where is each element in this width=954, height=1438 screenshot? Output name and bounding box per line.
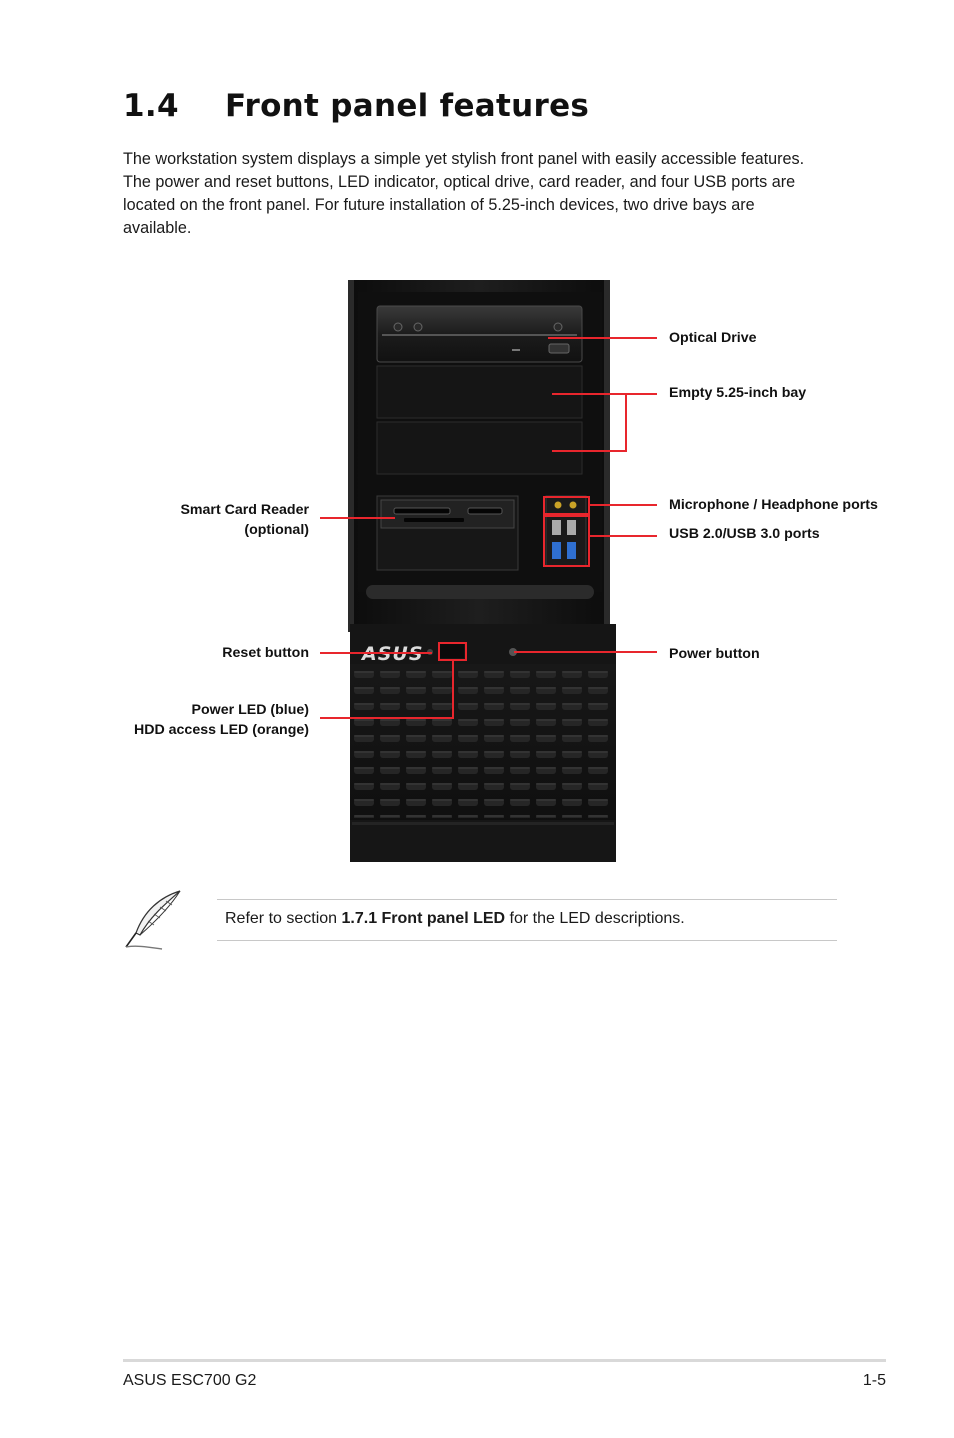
label-power-button: Power button xyxy=(669,646,760,662)
note-text: Refer to section 1.7.1 Front panel LED f… xyxy=(225,910,685,928)
tower-case xyxy=(348,280,610,632)
label-mic-headphone: Microphone / Headphone ports xyxy=(669,497,878,513)
label-empty-bay: Empty 5.25-inch bay xyxy=(669,385,807,401)
label-usb-ports: USB 2.0/USB 3.0 ports xyxy=(669,526,820,542)
card-reader xyxy=(376,495,519,571)
footer-product-name: ASUS ESC700 G2 xyxy=(123,1372,257,1389)
front-panel-figure: ASUS Optical Dr xyxy=(134,280,878,862)
label-power-led-line1: Power LED (blue) xyxy=(191,702,309,718)
section-heading: 1.4 Front panel features xyxy=(123,88,589,124)
note-section-ref: 1.7.1 Front panel LED xyxy=(341,910,506,927)
label-optical-drive: Optical Drive xyxy=(669,330,757,346)
note-prefix: Refer to section xyxy=(225,910,342,927)
intro-paragraph: The workstation system displays a simple… xyxy=(123,150,805,237)
callout-lines xyxy=(320,337,657,719)
empty-bays xyxy=(376,365,583,475)
footer-page-number: 1-5 xyxy=(862,1372,886,1389)
asus-logo: ASUS xyxy=(360,643,424,665)
feather-pen-icon xyxy=(122,887,188,958)
front-grille xyxy=(350,624,616,862)
label-smart-card-line2: (optional) xyxy=(244,522,309,538)
note-box: Refer to section 1.7.1 Front panel LED f… xyxy=(217,899,837,941)
label-power-led: Power LED (blue) HDD access LED (orange) xyxy=(134,700,309,740)
note-suffix: for the LED descriptions. xyxy=(505,910,685,927)
reset-button-dot xyxy=(427,649,433,655)
footer-rule xyxy=(123,1359,886,1362)
power-button-dot xyxy=(509,648,517,656)
tower-illustration: ASUS xyxy=(320,280,657,862)
label-smart-card-line1: Smart Card Reader xyxy=(180,502,309,518)
label-smart-card-reader: Smart Card Reader (optional) xyxy=(180,500,309,540)
section-number: 1.4 xyxy=(123,88,179,124)
label-reset-button: Reset button xyxy=(222,645,309,661)
front-io-ports xyxy=(545,495,587,567)
optical-drive xyxy=(376,305,583,363)
label-power-led-line2: HDD access LED (orange) xyxy=(133,722,309,738)
section-title: Front panel features xyxy=(225,88,590,124)
